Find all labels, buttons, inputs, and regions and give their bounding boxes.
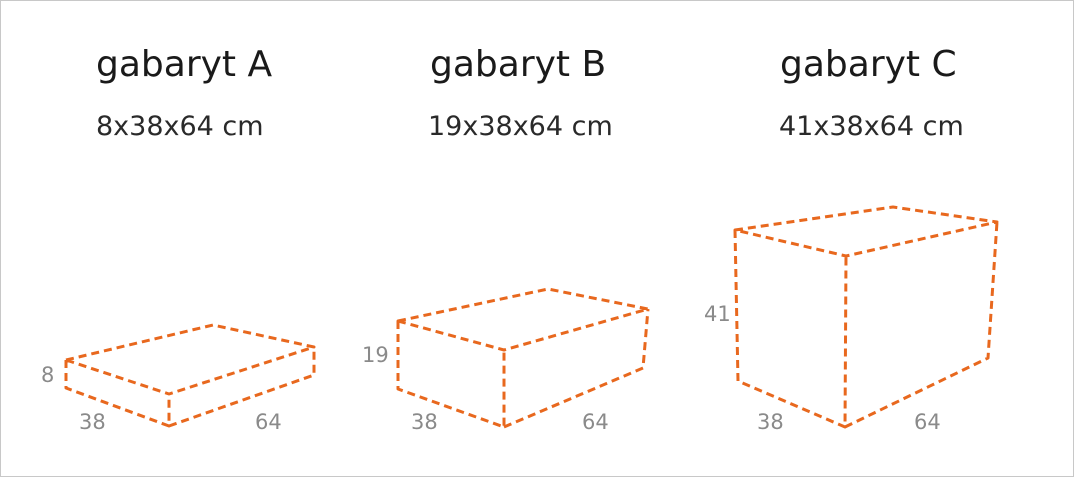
box-b-depth-label: 38 (411, 410, 438, 434)
box-c-depth-label: 38 (757, 410, 784, 434)
box-a-edges (64, 323, 316, 428)
box-b-height-label: 19 (362, 343, 389, 367)
box-b-edges (396, 287, 650, 429)
box-gabaryt-a: 8 38 64 (41, 323, 316, 434)
box-c-height-label: 41 (704, 302, 731, 326)
box-b-width-label: 64 (582, 410, 609, 434)
dims-gabaryt-b: 19x38x64 cm (428, 111, 613, 142)
box-c-edges (733, 205, 999, 429)
title-gabaryt-b: gabaryt B (430, 44, 607, 85)
box-c-width-label: 64 (914, 410, 941, 434)
dims-gabaryt-a: 8x38x64 cm (96, 111, 264, 142)
title-gabaryt-a: gabaryt A (96, 44, 273, 85)
box-a-height-label: 8 (41, 363, 54, 387)
dims-gabaryt-c: 41x38x64 cm (779, 111, 964, 142)
box-a-depth-label: 38 (79, 410, 106, 434)
box-a-width-label: 64 (255, 410, 282, 434)
title-gabaryt-c: gabaryt C (780, 44, 957, 85)
box-gabaryt-b: 19 38 64 (362, 287, 650, 434)
box-gabaryt-c: 41 38 64 (704, 205, 999, 434)
